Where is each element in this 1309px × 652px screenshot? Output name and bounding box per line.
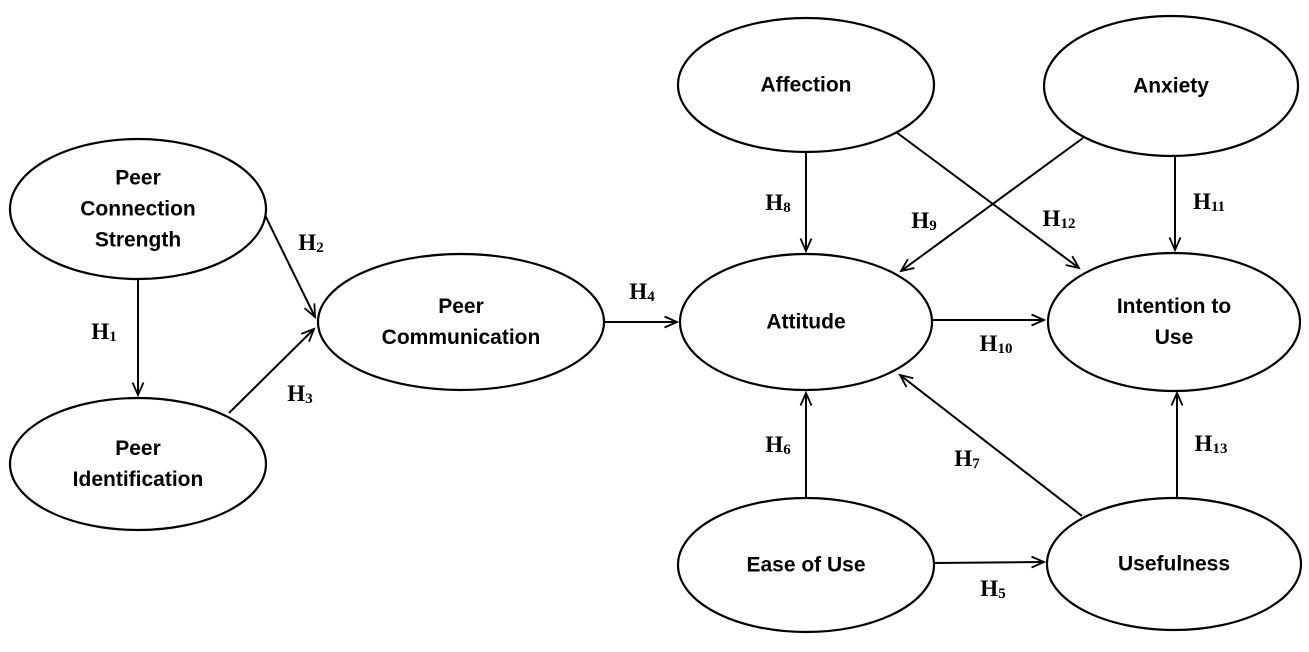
node-peer-communication-label: Peer [438, 295, 484, 318]
node-peer-identification-label: Peer [115, 437, 161, 460]
node-peer-communication-label: Communication [382, 326, 541, 349]
edge-h11-label: H11 [1193, 189, 1225, 216]
node-usefulness: Usefulness [1045, 496, 1303, 632]
edge-h4-label: H4 [629, 279, 655, 306]
node-affection-label: Affection [761, 74, 852, 97]
node-peer-identification-label: Identification [73, 468, 204, 491]
node-peer-connection-strength-ellipse [8, 137, 268, 281]
hypothesis-number: 1 [109, 329, 117, 345]
node-attitude: Attitude [678, 252, 934, 392]
node-anxiety-label: Anxiety [1133, 75, 1209, 98]
hypothesis-letter: H [1195, 431, 1213, 456]
edge-h2-label: H2 [298, 230, 323, 257]
node-ease-of-use-ellipse [676, 496, 936, 634]
node-peer-identification-ellipse [8, 396, 268, 532]
edge-h12-label: H12 [1043, 206, 1076, 233]
hypothesis-letter: H [298, 230, 316, 255]
edge-h9-label: H9 [911, 208, 936, 235]
hypothesis-letter: H [1193, 189, 1211, 214]
edge-layer [138, 131, 1177, 563]
edge-h7-arrow [900, 375, 1083, 517]
node-anxiety-ellipse [1042, 14, 1300, 158]
edge-h1-label: H1 [91, 319, 116, 346]
hypothesis-letter: H [954, 446, 972, 471]
node-ease-of-use-label: Ease of Use [746, 554, 865, 577]
hypothesis-number: 2 [316, 240, 324, 256]
node-attitude-label: Attitude [766, 311, 845, 334]
node-affection-ellipse [676, 16, 936, 154]
edge-h5-arrow [933, 562, 1044, 563]
edge-h2-arrow [260, 206, 315, 317]
node-peer-connection-strength-label: Peer [115, 167, 161, 190]
hypothesis-number: 13 [1212, 441, 1227, 457]
hypothesis-letter: H [980, 331, 998, 356]
node-intention-to-use: Intention to Use [1046, 251, 1302, 393]
hypothesis-number: 5 [998, 586, 1006, 602]
node-peer-communication-ellipse [316, 252, 606, 392]
edge-h3-label: H3 [287, 381, 312, 408]
node-layer: PeerConnectionStrengthPeerIdentification… [8, 14, 1303, 634]
node-ease-of-use: Ease of Use [676, 496, 936, 634]
hypothesis-letter: H [1043, 206, 1061, 231]
hypothesis-letter: H [911, 208, 929, 233]
hypothesis-number: 3 [305, 391, 313, 407]
hypothesis-number: 6 [783, 442, 791, 458]
hypothesis-number: 12 [1060, 216, 1075, 232]
hypothesis-number: 11 [1211, 199, 1225, 215]
node-usefulness-ellipse [1045, 496, 1303, 632]
hypothesis-letter: H [765, 432, 783, 457]
node-intention-to-use-ellipse [1046, 251, 1302, 393]
hypothesis-letter: H [980, 576, 998, 601]
node-peer-connection-strength-label: Connection [80, 198, 196, 221]
hypothesis-number: 8 [783, 200, 791, 216]
hypothesis-letter: H [91, 319, 109, 344]
node-anxiety: Anxiety [1042, 14, 1300, 158]
node-intention-to-use-label: Intention to [1117, 295, 1231, 318]
edge-h6-label: H6 [765, 432, 791, 459]
edge-h3-arrow [228, 329, 314, 414]
hypothesis-letter: H [765, 190, 783, 215]
node-peer-connection-strength-label: Strength [95, 229, 181, 252]
node-affection: Affection [676, 16, 936, 154]
hypothesis-letter: H [629, 279, 647, 304]
edge-h5-label: H5 [980, 576, 1005, 603]
node-intention-to-use-label: Use [1155, 326, 1194, 349]
edge-h8-label: H8 [765, 190, 790, 217]
node-usefulness-label: Usefulness [1118, 553, 1230, 576]
node-attitude-ellipse [678, 252, 934, 392]
edge-h12-arrow [895, 131, 1079, 268]
hypothesis-number: 10 [997, 341, 1012, 357]
hypothesis-number: 7 [972, 456, 980, 472]
hypothesis-letter: H [287, 381, 305, 406]
edge-h13-label: H13 [1195, 431, 1228, 458]
hypothesis-number: 4 [647, 289, 655, 305]
hypothesis-number: 9 [929, 218, 937, 234]
edge-h7-label: H7 [954, 446, 980, 473]
edge-h10-label: H10 [980, 331, 1013, 358]
